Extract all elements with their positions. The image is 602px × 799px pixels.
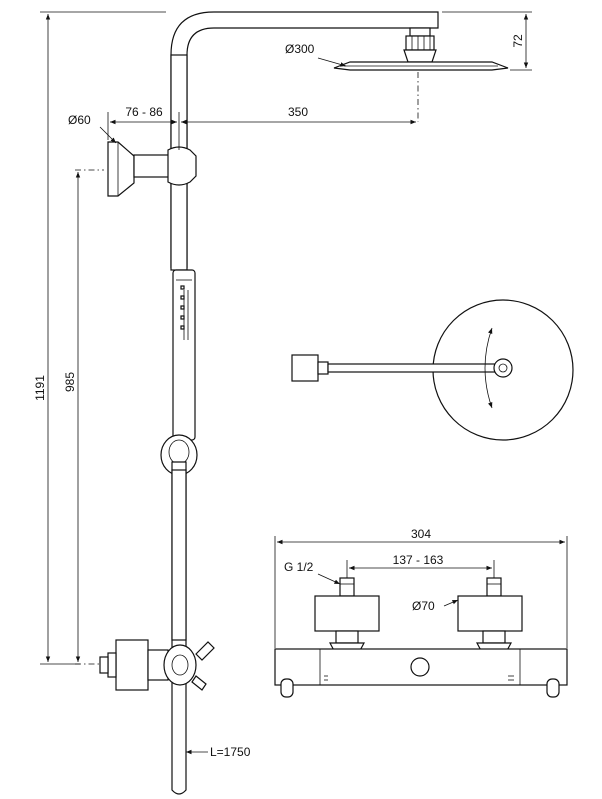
rotate-arrow-icon xyxy=(484,327,493,409)
head-connector xyxy=(403,27,437,63)
arm-reach-label: 350 xyxy=(288,105,308,119)
bracket-height-label: 985 xyxy=(63,372,77,392)
dimension-hose-length: L=1750 xyxy=(186,745,251,759)
dimension-head-diameter: Ø300 xyxy=(285,42,347,67)
hand-shower xyxy=(172,269,196,441)
bracket-offset-label: 76 - 86 xyxy=(125,105,163,119)
dimension-inlet-thread: G 1/2 xyxy=(284,560,341,585)
shower-column-side-view xyxy=(99,11,509,795)
shower-head-top-view xyxy=(291,299,574,441)
dimension-valve-width: 304 xyxy=(274,527,568,648)
dimension-inlet-centres: 137 - 163 xyxy=(346,553,495,578)
dimension-bracket-diameter: Ø60 xyxy=(68,113,117,144)
valve-width-label: 304 xyxy=(411,527,431,541)
dimension-offset-reach: 76 - 86 350 xyxy=(107,105,416,150)
valve-side-view xyxy=(99,639,215,691)
dimension-cover-diameter: Ø70 xyxy=(412,599,459,613)
inlet-thread-label: G 1/2 xyxy=(284,560,314,574)
inlet-centres-label: 137 - 163 xyxy=(393,553,444,567)
head-drop-label: 72 xyxy=(511,34,525,48)
total-height-label: 1191 xyxy=(33,375,47,401)
cover-diameter-label: Ø70 xyxy=(412,599,435,613)
dimension-head-drop: 72 xyxy=(442,11,532,71)
head-diameter-label: Ø300 xyxy=(285,42,315,56)
wall-bracket xyxy=(107,141,197,197)
shower-head-side xyxy=(333,61,509,71)
hose-length-label: L=1750 xyxy=(210,745,251,759)
thermostat-front-view xyxy=(274,577,568,698)
bracket-diameter-label: Ø60 xyxy=(68,113,91,127)
dimension-bracket-height: 985 xyxy=(63,172,81,662)
dimension-total-height: 1191 xyxy=(33,11,166,665)
